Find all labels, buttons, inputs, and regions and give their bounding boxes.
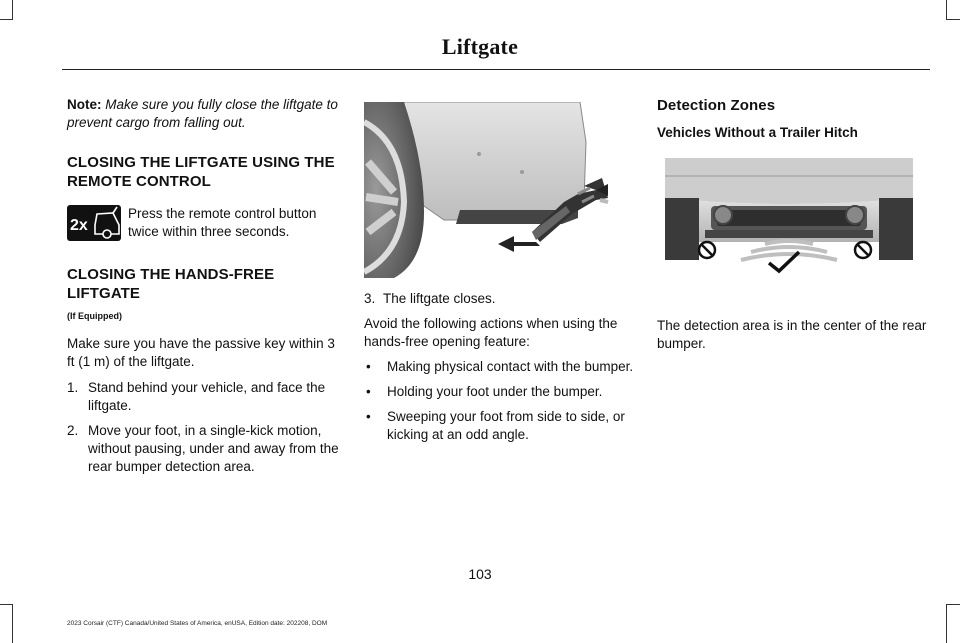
note-label: Note: [67, 97, 102, 112]
section-heading-hands-free: CLOSING THE HANDS-FREE LIFTGATE [67, 266, 275, 302]
crop-mark [946, 604, 947, 643]
bullet-icon: • [366, 359, 371, 374]
remote-icon-label: 2x [70, 217, 88, 234]
detection-zone-illustration [665, 158, 913, 280]
step-text: Move your foot, in a single-kick motion,… [88, 423, 339, 474]
remote-instruction: 2x Press the remote control button twice… [67, 205, 339, 241]
crop-mark [12, 0, 13, 19]
column-3: Detection Zones Vehicles Without a Trail… [657, 96, 932, 353]
step-3: 3. The liftgate closes. [364, 290, 636, 308]
no-symbol-icon [697, 240, 717, 260]
crop-mark [0, 19, 13, 20]
steps-list: 1. Stand behind your vehicle, and face t… [67, 379, 339, 476]
crop-mark [0, 604, 13, 605]
list-item: • Holding your foot under the bumper. [364, 383, 636, 401]
liftgate-car-icon: 2x [70, 206, 120, 239]
crop-mark [946, 604, 960, 605]
remote-instruction-text: Press the remote control button twice wi… [128, 206, 317, 239]
bullet-text: Sweeping your foot from side to side, or… [387, 409, 625, 442]
kick-motion-illustration [364, 102, 636, 278]
page-number: 103 [468, 566, 492, 582]
no-symbol-icon [853, 240, 873, 260]
bullet-icon: • [366, 384, 371, 399]
intro-paragraph: Make sure you have the passive key withi… [67, 336, 335, 369]
step-number: 2. [67, 423, 79, 438]
crop-mark [12, 604, 13, 643]
avoid-list: • Making physical contact with the bumpe… [364, 358, 636, 444]
bullet-icon: • [366, 409, 371, 424]
column-2: 3. The liftgate closes. Avoid the follow… [364, 96, 636, 451]
step-text: The liftgate closes. [383, 291, 496, 306]
avoid-intro: Avoid the following actions when using t… [364, 316, 618, 349]
detection-text: The detection area is in the center of t… [657, 318, 927, 351]
bullet-text: Holding your foot under the bumper. [387, 384, 603, 399]
section-heading-detection: Detection Zones [657, 97, 776, 114]
step-text: Stand behind your vehicle, and face the … [88, 380, 326, 413]
page-footer: 2023 Corsair (CTF) Canada/United States … [67, 620, 328, 627]
remote-liftgate-icon: 2x [67, 205, 121, 241]
note: Note: Make sure you fully close the lift… [67, 96, 339, 132]
section-heading-remote: CLOSING THE LIFTGATE USING THE REMOTE CO… [67, 154, 335, 190]
column-1: Note: Make sure you fully close the lift… [67, 96, 339, 483]
if-equipped-tag: (If Equipped) [67, 311, 122, 321]
page-title: Liftgate [441, 34, 519, 59]
list-item: 2. Move your foot, in a single-kick moti… [67, 422, 339, 476]
crop-mark [946, 19, 960, 20]
step-number: 1. [67, 380, 79, 395]
header-rule [62, 69, 930, 70]
subheading-no-hitch: Vehicles Without a Trailer Hitch [657, 125, 858, 140]
list-item: • Sweeping your foot from side to side, … [364, 408, 636, 444]
bullet-text: Making physical contact with the bumper. [387, 359, 634, 374]
crop-mark [946, 0, 947, 19]
list-item: • Making physical contact with the bumpe… [364, 358, 636, 376]
list-item: 1. Stand behind your vehicle, and face t… [67, 379, 339, 415]
note-text: Make sure you fully close the liftgate t… [67, 97, 338, 130]
step-number: 3. [364, 291, 376, 306]
